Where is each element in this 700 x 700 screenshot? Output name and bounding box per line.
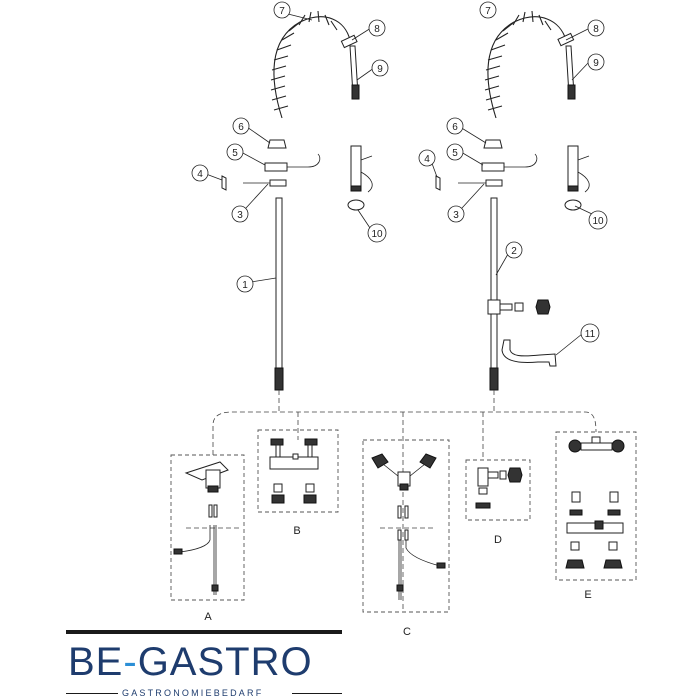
hose-clip-left	[340, 34, 358, 49]
brand-tagline-rule-left	[66, 693, 118, 694]
option-b-label: B	[293, 525, 300, 537]
option-d-box: D	[465, 459, 531, 546]
arm-3-tip-left	[269, 179, 287, 187]
option-a-mixer	[184, 461, 229, 493]
callout-8-right: 8	[593, 24, 599, 35]
callout-leaders	[205, 13, 593, 356]
hose-clip-right	[557, 32, 575, 47]
brand-name-main: BE	[68, 640, 124, 684]
callout-7-left: 7	[279, 6, 285, 17]
option-b-valve-block	[269, 438, 319, 504]
callout-5-right: 5	[452, 148, 458, 159]
callout-4-right: 4	[424, 154, 430, 165]
riser-pipe-2	[490, 197, 498, 371]
callout-1: 1	[242, 280, 248, 291]
option-a-label: A	[204, 611, 212, 623]
option-d-valve	[475, 467, 523, 509]
option-e-wall-mixer	[565, 436, 625, 569]
spring-coils-left	[270, 10, 338, 111]
callout-10-right: 10	[592, 216, 604, 227]
spray-valve-10-right	[564, 145, 590, 211]
option-c-label: C	[403, 626, 411, 638]
wall-bracket-4-left	[221, 175, 227, 191]
hose-grip-left	[351, 84, 360, 100]
option-c-hoses	[380, 505, 446, 600]
nut-6-left	[267, 139, 287, 149]
spring-coils-right	[484, 10, 552, 111]
callout-6-right: 6	[452, 122, 458, 133]
callout-10-left: 10	[371, 229, 383, 240]
callout-5-left: 5	[232, 148, 238, 159]
connector-tree	[212, 390, 597, 612]
hose-grip-right	[567, 84, 576, 100]
riser-pipe-1	[275, 197, 283, 371]
callout-6-left: 6	[238, 122, 244, 133]
option-c-box: C	[362, 439, 450, 638]
riser-tap-fitting	[487, 299, 551, 315]
option-c-mixer	[371, 453, 437, 491]
option-a-hoses	[173, 504, 240, 595]
nut-6-right	[483, 139, 503, 149]
option-d-label: D	[494, 534, 502, 546]
spring-hose-right	[487, 16, 567, 119]
brand-tagline-rule-right	[292, 693, 342, 694]
callout-circles	[191, 1, 608, 343]
callout-7-right: 7	[485, 6, 491, 17]
callout-8-left: 8	[374, 24, 380, 35]
brand-name-separator: -	[123, 640, 138, 684]
brand-top-rule	[66, 630, 342, 634]
brand-tagline: GASTRONOMIEBEDARF	[122, 688, 264, 698]
option-b-box: B	[257, 429, 339, 537]
left-assembly	[221, 10, 373, 391]
callout-2: 2	[511, 246, 517, 257]
callout-11: 11	[585, 329, 596, 340]
option-e-label: E	[584, 589, 591, 601]
riser-pipe-1-base	[274, 367, 284, 391]
callout-3-left: 3	[237, 210, 243, 221]
arm-3-tip-right	[485, 179, 503, 187]
spring-hose-left	[273, 16, 351, 119]
riser-pipe-2-base	[489, 367, 499, 391]
connector-5-right	[481, 162, 505, 172]
brand-name-rest: GASTRO	[137, 640, 313, 684]
option-e-box: E	[555, 431, 637, 601]
connector-5-left	[264, 162, 288, 172]
callout-9-right: 9	[593, 58, 599, 69]
hook-arm-left	[287, 153, 321, 168]
callout-numbers: 7 7 8 8 9 9 6 6 5 5 4 4 3 3 10 10 1 2 11	[197, 6, 604, 340]
brand-name: BE-GASTRO	[68, 642, 313, 682]
spray-valve-10-left	[347, 145, 373, 211]
right-assembly	[435, 10, 590, 391]
callout-4-left: 4	[197, 169, 203, 180]
wall-bracket-4-right	[435, 175, 441, 191]
swivel-spout-11	[501, 339, 557, 367]
option-a-box: A	[170, 454, 245, 623]
callout-9-left: 9	[377, 64, 383, 75]
callout-3-right: 3	[453, 210, 459, 221]
brand-logo: BE-GASTRO GASTRONOMIEBEDARF	[66, 630, 346, 700]
hook-arm-right	[504, 153, 538, 168]
